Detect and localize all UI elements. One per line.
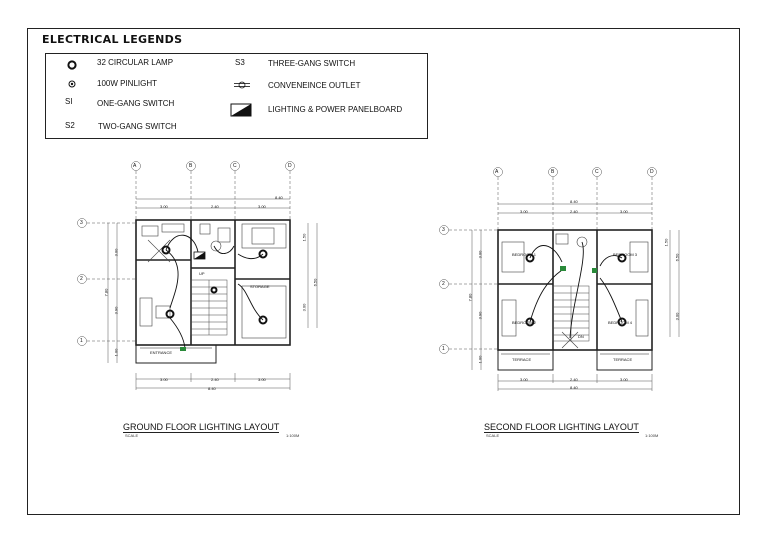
second-left-dim-3: 1.00: [477, 355, 483, 364]
second-right-dim-1: 1.50: [663, 238, 669, 247]
legend-item-outlet: CONVENEINCE OUTLET: [268, 81, 361, 90]
second-room-bedroom-1: BEDROOM 1: [512, 252, 537, 257]
second-stair-dn: DN: [578, 334, 584, 339]
circular-lamp-icon: [67, 60, 77, 70]
ground-left-dim-3: 1.00: [113, 348, 119, 357]
legend-symbol-one-gang: SI: [65, 97, 73, 106]
ground-room-up: UP: [199, 271, 205, 276]
second-bottom-dim-2: 2.40: [570, 377, 578, 382]
legend-item-circular-lamp: 32 CIRCULAR LAMP: [97, 58, 174, 67]
second-room-terrace-right: TERRACE: [613, 357, 633, 362]
second-bottom-dim-3: 3.00: [620, 377, 628, 382]
legend-symbol-two-gang: S2: [65, 121, 75, 130]
ground-grid-c: C: [233, 163, 237, 169]
ground-top-dim-1: 3.00: [160, 204, 168, 209]
ground-left-dim-2: 3.90: [113, 306, 119, 315]
ground-bottom-dim-3: 3.00: [258, 377, 266, 382]
legend-item-panelboard: LIGHTING & POWER PANELBOARD: [268, 105, 403, 114]
grid-bubble-top: [131, 161, 141, 171]
ground-floor-plan: [77, 161, 318, 390]
ground-scale-word: SCALE: [125, 433, 139, 438]
second-right-total: 6.50: [674, 253, 680, 262]
second-scale-word: SCALE: [486, 433, 500, 438]
grid-bubble-top: [285, 161, 295, 171]
second-right-dim-2: 3.00: [674, 312, 680, 321]
legend-item-three-gang-switch: THREE-GANG SWITCH: [268, 59, 356, 68]
ground-top-dim-3: 3.00: [258, 204, 266, 209]
ground-room-entrance: ENTRANCE: [150, 350, 173, 355]
ground-right-dim-1: 1.50: [301, 233, 307, 242]
second-grid-b: B: [551, 169, 555, 175]
second-top-dim-2: 2.40: [570, 209, 578, 214]
second-room-bedroom-2: BEDROOM 2: [512, 320, 537, 325]
second-grid-c: C: [595, 169, 599, 175]
second-floor-plan: [439, 167, 680, 391]
second-left-dim-1: 3.00: [477, 250, 483, 259]
ground-left-dim-1: 3.00: [113, 248, 119, 257]
second-floor-title: SECOND FLOOR LIGHTING LAYOUT: [484, 422, 639, 433]
ground-grid-d: D: [288, 163, 292, 169]
grid-bubble-top: [186, 161, 196, 171]
second-left-dim-2: 3.90: [477, 311, 483, 320]
ground-grid-1: 1: [80, 338, 83, 344]
ground-floor-title: GROUND FLOOR LIGHTING LAYOUT: [123, 422, 280, 433]
second-bottom-total: 8.40: [570, 385, 578, 390]
second-grid-1: 1: [442, 346, 445, 352]
legend-symbol-three-gang: S3: [235, 58, 245, 67]
second-grid-d: D: [650, 169, 654, 175]
ground-scale-value: 1:100M: [286, 433, 300, 438]
ground-bottom-total: 8.40: [208, 386, 216, 391]
legend-item-one-gang-switch: ONE-GANG SWITCH: [97, 99, 175, 108]
second-bottom-dim-1: 3.00: [520, 377, 528, 382]
second-left-total: 7.80: [467, 293, 473, 302]
second-grid-3: 3: [442, 227, 445, 233]
grid-bubble-top: [230, 161, 240, 171]
second-room-terrace-left: TERRACE: [512, 357, 532, 362]
second-grid-a: A: [495, 169, 499, 175]
second-top-dim-1: 3.00: [520, 209, 528, 214]
pinlight-icon: [68, 80, 76, 88]
ground-grid-a: A: [133, 163, 137, 169]
ground-bottom-dim-1: 3.00: [160, 377, 168, 382]
ground-grid-3: 3: [80, 220, 83, 226]
ground-top-dim-2: 2.40: [211, 204, 219, 209]
second-grid-2: 2: [442, 281, 445, 287]
ground-room-storage: STORAGE: [250, 284, 270, 289]
ground-top-overall-dim: 8.40: [275, 195, 283, 200]
panelboard-icon: [230, 103, 252, 117]
outlet-icon: [234, 81, 250, 89]
ground-left-total: 7.80: [103, 288, 109, 297]
legend-item-pinlight: 100W PINLIGHT: [97, 79, 158, 88]
ground-right-dim-2: 3.00: [301, 303, 307, 312]
sheet-border: [27, 28, 740, 515]
legend-box: 32 CIRCULAR LAMP 100W PINLIGHT SI ONE-GA…: [45, 53, 428, 139]
second-top-overall-dim: 8.40: [570, 199, 578, 204]
second-room-bedroom-3: BEDROOM 3: [613, 252, 638, 257]
ground-right-total: 6.50: [312, 278, 318, 287]
ground-grid-b: B: [189, 163, 193, 169]
ground-bottom-dim-2: 2.40: [211, 377, 219, 382]
legend-item-two-gang-switch: TWO-GANG SWITCH: [98, 122, 177, 131]
ground-grid-2: 2: [80, 276, 83, 282]
second-scale-value: 1:100M: [645, 433, 659, 438]
second-room-bedroom-4: BEDROOM 4: [608, 320, 633, 325]
second-top-dim-3: 3.00: [620, 209, 628, 214]
legend-title: ELECTRICAL LEGENDS: [42, 33, 183, 46]
